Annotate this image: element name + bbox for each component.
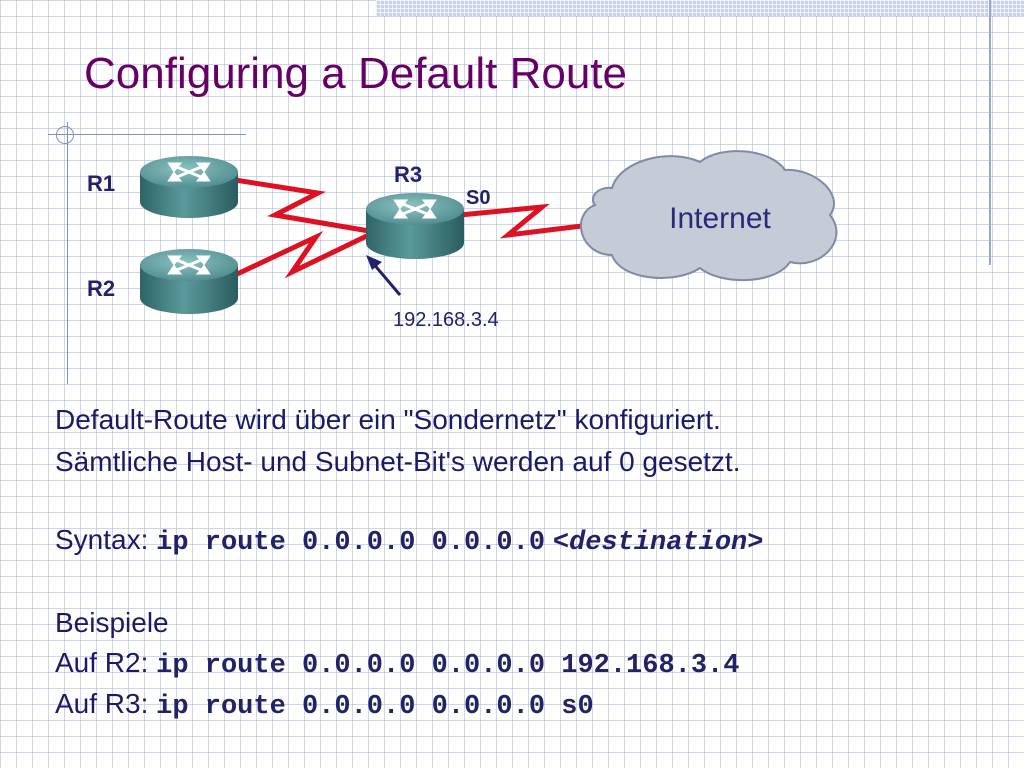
- serial-link-r3-internet: [459, 203, 591, 239]
- decorative-vertical-rule: [67, 122, 68, 384]
- router-r1-icon: [140, 156, 238, 218]
- body-line-2: Sämtliche Host- und Subnet-Bit's werden …: [55, 446, 741, 477]
- example-r3-command: ip route 0.0.0.0 0.0.0.0 s0: [156, 692, 594, 722]
- body-line-1: Default-Route wird über ein "Sondernetz"…: [55, 404, 721, 435]
- examples-heading: Beispiele: [55, 607, 169, 638]
- interface-s0-label: S0: [466, 187, 490, 209]
- decorative-horizontal-rule: [48, 134, 246, 135]
- router-r3-label: R3: [394, 162, 422, 187]
- serial-link-r2-r3: [233, 229, 377, 279]
- pointer-arrow: [366, 255, 402, 296]
- router-r1-label: R1: [87, 171, 115, 196]
- example-r3-label: Auf R3:: [55, 688, 149, 719]
- slide-title: Configuring a Default Route: [84, 49, 627, 98]
- syntax-argument: <destination>: [552, 528, 764, 558]
- decorative-circle: [56, 126, 74, 144]
- cloud-label: Internet: [669, 202, 771, 235]
- router-r2-icon: [140, 249, 238, 314]
- example-r3-line: Auf R3: ip route 0.0.0.0 0.0.0.0 s0: [55, 688, 594, 723]
- ip-address-label: 192.168.3.4: [393, 309, 499, 331]
- syntax-command: ip route 0.0.0.0 0.0.0.0: [156, 528, 546, 558]
- example-r2-line: Auf R2: ip route 0.0.0.0 0.0.0.0 192.168…: [55, 647, 739, 682]
- serial-link-r1-r3: [234, 177, 376, 235]
- internet-cloud: [579, 150, 838, 282]
- router-r2-label: R2: [87, 276, 115, 301]
- decorative-top-band: [376, 0, 1024, 16]
- syntax-label: Syntax:: [55, 524, 149, 555]
- example-r2-label: Auf R2:: [55, 647, 149, 678]
- decorative-right-line: [989, 0, 991, 265]
- network-diagram: Internet: [87, 150, 838, 331]
- router-r3-icon: [366, 193, 464, 259]
- example-r2-command: ip route 0.0.0.0 0.0.0.0 192.168.3.4: [156, 651, 740, 681]
- syntax-line: Syntax: ip route 0.0.0.0 0.0.0.0 <destin…: [55, 524, 763, 559]
